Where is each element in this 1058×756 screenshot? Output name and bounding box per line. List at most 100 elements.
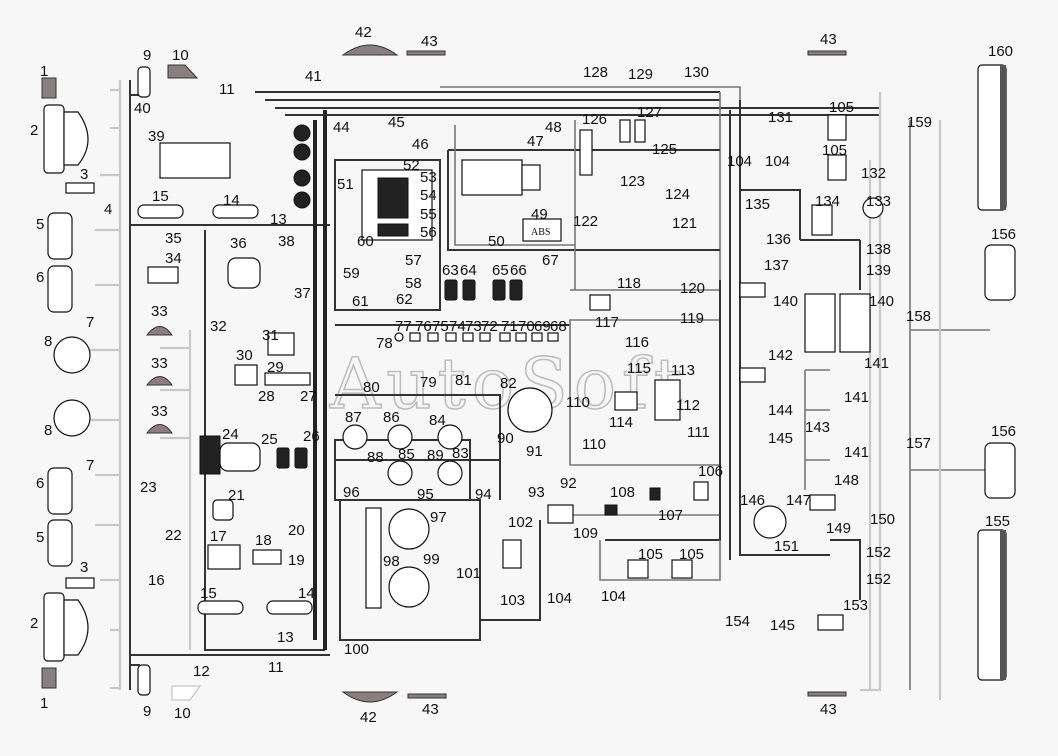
turn-lamp-icon: [47, 212, 73, 260]
switch-icon: [293, 191, 311, 209]
callout-84: 84: [429, 412, 446, 429]
callout-22: 22: [165, 527, 182, 544]
license-lamp-icon: [807, 691, 847, 697]
callout-81: 81: [455, 372, 472, 389]
relay-icon: [276, 447, 290, 469]
callout-29: 29: [267, 359, 284, 376]
callout-labels: 1 1 2 2 3 3 4 5 5 6 6 7 7 8 8 9 9 10 10 …: [30, 24, 1016, 726]
callout-34: 34: [165, 250, 182, 267]
callout-156: 156: [991, 226, 1016, 243]
instrument-connector-icon: [365, 507, 382, 609]
rear-lamp-icon: [984, 244, 1016, 301]
callout-61: 61: [352, 293, 369, 310]
callout-42: 42: [360, 709, 377, 726]
headlamp-icon: [43, 592, 89, 662]
callout-14: 14: [298, 585, 315, 602]
callout-94: 94: [475, 486, 492, 503]
starter-motor-icon: [461, 159, 523, 196]
callout-32: 32: [210, 318, 227, 335]
callout-159: 159: [907, 114, 932, 131]
solenoid-valve-icon: [739, 282, 766, 298]
callout-42: 42: [355, 24, 372, 41]
callout-18: 18: [255, 532, 272, 549]
license-lamp-icon: [807, 50, 847, 56]
callout-92: 92: [560, 475, 577, 492]
callout-60: 60: [357, 233, 374, 250]
callout-126: 126: [582, 111, 607, 128]
callout-3: 3: [80, 166, 88, 183]
callout-115: 115: [627, 360, 651, 377]
callout-46: 46: [412, 136, 429, 153]
callout-129: 129: [628, 66, 653, 83]
callout-23: 23: [140, 479, 157, 496]
callout-104: 104: [765, 153, 790, 170]
ignition-switch-icon: [547, 504, 574, 524]
resistor-icon: [252, 549, 282, 565]
callout-122: 122: [573, 213, 598, 230]
callout-141: 141: [864, 355, 889, 372]
callout-150: 150: [870, 511, 895, 528]
marker-lamp-icon: [145, 376, 173, 386]
callout-74: 74: [449, 318, 466, 335]
callout-104: 104: [547, 590, 572, 607]
callout-120: 120: [680, 280, 705, 297]
callout-127: 127: [637, 104, 662, 121]
callout-153: 153: [843, 597, 868, 614]
relay-icon: [619, 119, 631, 143]
headlamp-icon: [43, 104, 89, 174]
switch-block-icon: [264, 372, 311, 386]
callout-25: 25: [261, 431, 278, 448]
callout-133: 133: [866, 193, 891, 210]
solenoid-valve-icon: [671, 559, 693, 579]
battery-switch-icon: [811, 204, 833, 236]
callout-3: 3: [80, 559, 88, 576]
components: ABS: [41, 44, 1016, 703]
callout-14: 14: [223, 192, 240, 209]
callout-19: 19: [288, 552, 305, 569]
callout-11: 11: [219, 81, 235, 98]
callout-48: 48: [545, 119, 562, 136]
mirror-icon: [137, 66, 151, 98]
callout-147: 147: [786, 492, 811, 509]
callout-40: 40: [134, 100, 151, 117]
interior-lamp-icon: [137, 204, 184, 219]
module-icon: [654, 379, 681, 421]
callout-128: 128: [583, 64, 608, 81]
callout-95: 95: [417, 486, 434, 503]
callout-152: 152: [866, 571, 891, 588]
relay-icon: [509, 279, 523, 301]
callout-78: 78: [376, 335, 393, 352]
callout-37: 37: [294, 285, 311, 302]
callout-131: 131: [768, 109, 793, 126]
callout-9: 9: [143, 47, 151, 64]
alternator-icon: [507, 387, 553, 433]
callout-8: 8: [44, 333, 52, 350]
callout-87: 87: [345, 409, 362, 426]
callout-43: 43: [820, 701, 837, 718]
callout-2: 2: [30, 615, 38, 632]
callout-6: 6: [36, 269, 44, 286]
callout-5: 5: [36, 216, 44, 233]
callout-118: 118: [617, 275, 641, 292]
sensor-icon: [167, 64, 199, 79]
callout-142: 142: [768, 347, 793, 364]
solenoid-valve-icon: [827, 114, 847, 141]
callout-21: 21: [228, 487, 245, 504]
callout-103: 103: [500, 592, 525, 609]
callout-96: 96: [343, 484, 360, 501]
callout-158: 158: [906, 308, 931, 325]
connector-icon: [147, 266, 179, 284]
callout-102: 102: [508, 514, 533, 531]
callout-4: 4: [104, 201, 112, 218]
callout-55: 55: [420, 206, 437, 223]
callout-1: 1: [40, 695, 48, 712]
pedal-sensor-icon: [502, 539, 522, 569]
callout-155: 155: [985, 513, 1010, 530]
callout-154: 154: [725, 613, 750, 630]
callout-43: 43: [422, 701, 439, 718]
callout-1: 1: [40, 63, 48, 80]
callout-79: 79: [420, 374, 437, 391]
fog-lamp-icon: [41, 667, 57, 689]
callout-16: 16: [148, 572, 165, 589]
